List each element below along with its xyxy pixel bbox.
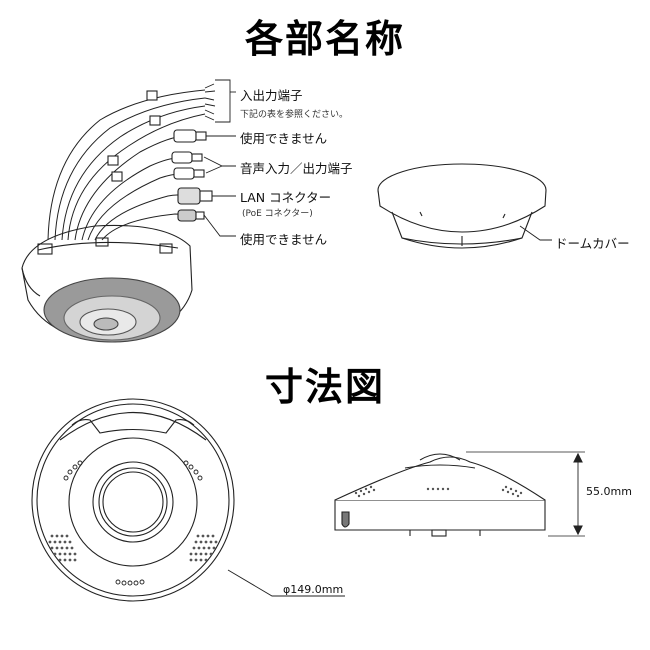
- indicator-holes: [63, 460, 203, 586]
- speaker-holes: [48, 534, 218, 562]
- camera-body-illustration: [21, 224, 193, 343]
- dimensions-section-title: 寸法図: [264, 365, 385, 409]
- cable-bundle: [47, 89, 206, 241]
- connector-unused-1: [173, 129, 207, 143]
- parts-section-title: 各部名称: [244, 17, 405, 61]
- cable-tie: [149, 115, 161, 126]
- label-dome-cover: ドームカバー: [555, 236, 630, 251]
- label-unused-1: 使用できません: [240, 131, 328, 146]
- label-unused-2: 使用できません: [240, 232, 328, 247]
- label-poe: (PoE コネクター): [242, 209, 313, 219]
- cable-tie: [107, 155, 119, 166]
- cable-tie: [146, 90, 158, 101]
- connector-lan: [177, 187, 213, 205]
- dimension-diameter: φ149.0mm: [283, 583, 344, 596]
- cable-tie: [111, 171, 123, 182]
- connector-audio: [171, 151, 205, 180]
- side-view-drawing: [334, 451, 585, 537]
- top-view-drawing: [31, 398, 345, 602]
- label-io-terminal: 入出力端子: [240, 88, 303, 103]
- dimension-height: 55.0mm: [586, 485, 632, 498]
- label-io-note: 下記の表を参照ください。: [240, 110, 349, 120]
- connector-unused-2: [177, 209, 205, 222]
- label-lan: LAN コネクター: [240, 190, 332, 205]
- label-audio-io: 音声入力／出力端子: [240, 161, 353, 176]
- dome-cover-illustration: [377, 163, 552, 249]
